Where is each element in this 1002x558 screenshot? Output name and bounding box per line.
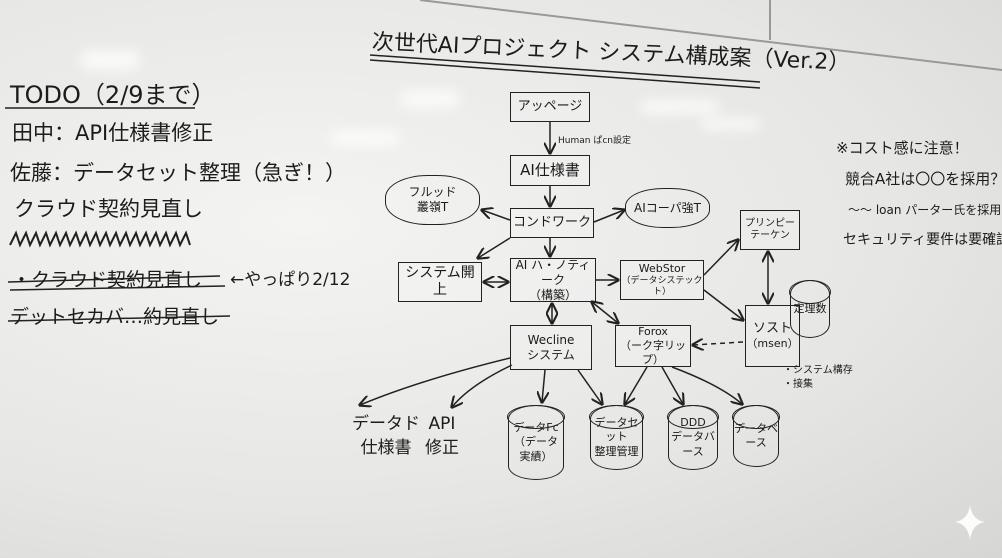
ai-spec-box: AI仕様書 — [510, 155, 590, 186]
principle-box: プリンピーテーケン — [740, 210, 800, 250]
sparkle-icon — [955, 505, 985, 540]
box-label: コンドワーク — [512, 214, 591, 230]
note-line: ※コスト感に注意！ — [836, 139, 969, 157]
glare — [640, 100, 720, 114]
leaf-label: 修正 — [425, 438, 459, 458]
db-label: DDD — [680, 416, 706, 430]
glare — [330, 130, 400, 146]
todo-item-struck: デットセカバ…約見直し — [10, 306, 220, 328]
box-label: （msen） — [746, 337, 799, 351]
todo-item-struck: ・クラウド契約見直し — [12, 269, 203, 291]
box-label: WebStor — [638, 261, 686, 275]
note-line: セキュリティ要件は要確認 — [843, 232, 1002, 248]
db-label: データバース — [671, 430, 715, 458]
db-cylinder: データベース — [732, 405, 780, 467]
box-label: テーケン — [750, 230, 790, 241]
db-label: 整理管理 — [594, 444, 639, 458]
todo-item: クラウド契約見直し — [14, 197, 203, 221]
db-label: （データ実績） — [514, 435, 558, 463]
cloud-left: フルッド叢嶺T — [385, 175, 480, 225]
note-line: 競合A社は〇〇を採用？ — [845, 170, 1002, 188]
theorem-db-cylinder: 定理数 — [789, 280, 831, 338]
db-cylinder: データFc（データ実績） — [507, 405, 565, 480]
box-label: （データシステックト） — [621, 275, 703, 297]
todo-annotation: ←やっぱり2/12 — [230, 270, 351, 290]
db-cylinder: データセット整理管理 — [589, 405, 644, 470]
scribbled-out-line — [9, 230, 191, 248]
box-label: AI ハ・ノティーク — [515, 257, 591, 287]
glare — [80, 50, 140, 70]
cloud-right: AIコーパ強T — [625, 188, 710, 228]
webstor-box: WebStor（データシステックト） — [620, 260, 704, 300]
db-label: データセット — [594, 416, 639, 444]
app-page-box: アッページ — [510, 92, 590, 122]
box-label: Forox — [638, 325, 668, 339]
system-up-box: システム開上 — [398, 262, 482, 302]
cloud-label: フルッド — [408, 185, 457, 199]
box-label: システム — [527, 347, 575, 362]
leaf-label: 仕様書 — [360, 438, 412, 458]
box-label: プリンピー — [745, 217, 795, 229]
leaf-label: データド — [352, 414, 420, 434]
box-label: アッページ — [517, 98, 583, 114]
box-label: （ーク字リップ） — [620, 339, 686, 366]
todo-item: 田中：API仕様書修正 — [12, 121, 214, 145]
box-label: （構築） — [528, 287, 577, 302]
cloud-label: AIコーパ強T — [634, 200, 701, 215]
db-label: データFc — [513, 421, 559, 435]
cloud-label: 叢嶺T — [416, 200, 449, 214]
note-item: ・接集 — [783, 379, 813, 390]
glare — [400, 90, 460, 108]
todo-item: 佐藤：データセット整理（急ぎ！） — [10, 161, 346, 185]
leaf-label: API — [428, 414, 456, 434]
glare — [700, 118, 760, 130]
forox-box: Forox（ーク字リップ） — [615, 325, 691, 367]
box-label: ソスト — [752, 321, 792, 336]
ai-core-box: AI ハ・ノティーク（構築） — [510, 258, 596, 302]
note-line: 〜〜 loan パーター氏を採用 — [848, 203, 1002, 217]
box-label: AI仕様書 — [520, 161, 580, 180]
condwork-box: コンドワーク — [510, 208, 594, 238]
box-label: Wecline — [527, 332, 575, 347]
db-label: 定理数 — [793, 301, 827, 315]
edge-label: Human ぱcn設定 — [558, 136, 631, 146]
todo-heading: TODO（2/9まで） — [10, 81, 216, 109]
leaf-data-spec: データド仕様書 — [352, 412, 420, 460]
note-item: ・システム構存 — [783, 365, 853, 376]
leaf-api-fix: API 修正 — [425, 412, 459, 460]
box-label: システム開上 — [405, 264, 475, 299]
db-label: データベース — [734, 421, 778, 449]
sost-notes: ・システム構存・接集 — [783, 364, 853, 392]
